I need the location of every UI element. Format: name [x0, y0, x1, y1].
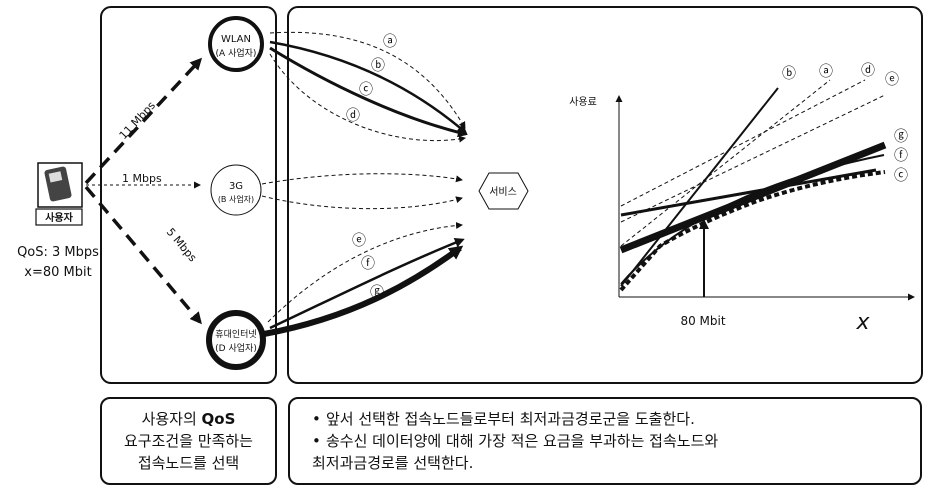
caption-left-text: 사용자의: [141, 410, 202, 428]
caption-bullet-1-text: 앞서 선택한 접속노드들로부터 최저과금경로군을 도출한다.: [326, 410, 695, 428]
user-device: 사용자: [35, 162, 83, 226]
marker-e: ⓔ: [352, 233, 366, 249]
user-device-label: 사용자: [45, 211, 73, 224]
caption-bullet-2: • 송수신 데이터양에 대해 가장 적은 요금을 부과하는 접속노드와: [312, 430, 718, 452]
caption-path-selection: • 앞서 선택한 접속노드들로부터 최저과금경로군을 도출한다. • 송수신 데이터…: [288, 397, 922, 485]
caption-left-line-2: 요구조건을 만족하는: [124, 432, 253, 450]
curve-a: [620, 79, 831, 247]
marker-b: ⓑ: [371, 58, 385, 74]
curve-label-f: ⓕ: [894, 148, 908, 164]
cost-chart: 사용료 x 80 Mbit ⓑ ⓐ ⓓ ⓔ ⓖ ⓕ ⓒ: [569, 63, 915, 335]
path-a: [269, 31, 466, 129]
node-panel: [100, 6, 277, 384]
path-3g-lower: [261, 195, 463, 210]
link-to-portable-internet: [84, 185, 202, 325]
caption-left-qos: QoS: [201, 410, 236, 428]
node-portable-internet: 휴대인터넷 (D 사업자): [206, 310, 266, 370]
node-wlan-name: WLAN: [221, 34, 251, 45]
node-wlan-operator: (A 사업자): [216, 48, 257, 59]
node-3g-operator: (B 사업자): [218, 195, 254, 204]
link-rate-wlan: 11 Mbps: [117, 99, 159, 142]
bullet-dot: •: [312, 432, 321, 450]
curve-label-d: ⓓ: [861, 63, 875, 79]
caption-bullet-1: • 앞서 선택한 접속노드들로부터 최저과금경로군을 도출한다.: [312, 408, 695, 430]
node-wlan: WLAN (A 사업자): [208, 16, 264, 72]
caption-bullet-2-text: 송수신 데이터양에 대해 가장 적은 요금을 부과하는 접속노드와: [326, 432, 719, 450]
caption-bullet-2-cont: 최저과금경로를 선택한다.: [312, 452, 473, 474]
x-axis-label: x: [855, 310, 870, 335]
curve-label-g: ⓖ: [894, 129, 908, 145]
x-marker-label: 80 Mbit: [680, 314, 725, 328]
paths-panel: [287, 6, 923, 384]
node-3g-name: 3G: [229, 181, 243, 192]
caption-left-line-3: 접속노드를 선택: [137, 454, 240, 472]
curve-d: [620, 79, 866, 207]
caption-bullet-2-continuation: 최저과금경로를 선택한다.: [312, 454, 474, 472]
marker-d: ⓓ: [346, 108, 360, 124]
curve-label-a: ⓐ: [819, 64, 833, 80]
link-to-wlan: [84, 57, 203, 185]
marker-c: ⓒ: [359, 82, 373, 98]
path-3g-upper: [261, 173, 463, 185]
caption-node-selection: 사용자의 QoS 요구조건을 만족하는 접속노드를 선택: [100, 397, 277, 485]
node-3g: 3G (B 사업자): [210, 164, 262, 216]
y-axis-label: 사용료: [569, 96, 597, 108]
qos-requirement: QoS: 3 Mbps: [17, 245, 99, 260]
marker-f: ⓕ: [361, 256, 375, 272]
path-f: [269, 237, 465, 330]
node-portable-internet-operator: (D 사업자): [215, 343, 257, 354]
service-label: 서비스: [489, 186, 517, 198]
lowest-cost-envelope: [619, 170, 886, 292]
curve-b: [620, 87, 779, 287]
curve-c: [620, 168, 877, 217]
data-size: x=80 Mbit: [24, 265, 91, 280]
curve-label-c: ⓒ: [894, 168, 908, 184]
curve-label-e: ⓔ: [885, 72, 899, 88]
path-g: [263, 245, 464, 337]
path-b: [269, 40, 468, 134]
caption-left-line-1: 사용자의 QoS: [142, 408, 236, 430]
service-node: [478, 172, 529, 210]
link-rate-3g: 1 Mbps: [122, 172, 162, 185]
curve-g: [619, 141, 887, 254]
user-device-label-box: [35, 208, 83, 226]
path-d: [269, 53, 466, 143]
bullet-dot: •: [312, 410, 321, 428]
node-portable-internet-name: 휴대인터넷: [215, 329, 256, 340]
curve-label-b: ⓑ: [782, 66, 796, 82]
path-e: [267, 221, 463, 323]
link-rate-portable-internet: 5 Mbps: [164, 226, 200, 265]
marker-g: ⓖ: [370, 285, 384, 301]
path-c: [269, 46, 468, 138]
marker-a: ⓐ: [383, 34, 397, 50]
